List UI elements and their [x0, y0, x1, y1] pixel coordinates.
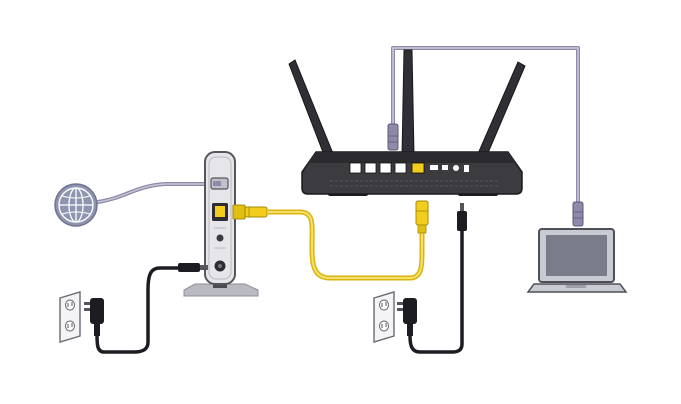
router-icon	[288, 49, 526, 196]
globe-icon	[54, 183, 98, 227]
modem-icon	[183, 151, 259, 297]
wall-outlet-icon	[373, 291, 395, 343]
power-adapter-icon	[84, 298, 104, 336]
power-plug-icon	[178, 263, 208, 272]
laptop-ethernet-cable-highlight	[392, 47, 579, 205]
ethernet-plug-icon	[387, 123, 399, 151]
power-adapter-icon	[397, 298, 417, 336]
ethernet-plug-icon	[232, 204, 268, 220]
router-power-cable	[408, 228, 464, 354]
wall-outlet-icon	[59, 291, 81, 343]
modem-power-cable	[95, 266, 183, 354]
ethernet-plug-icon	[572, 201, 584, 227]
modem-router-ethernet-cable	[268, 209, 425, 281]
laptop-icon	[526, 228, 628, 293]
coax-cable	[96, 182, 215, 204]
modem-router-ethernet-cable-highlight	[268, 211, 423, 279]
power-plug-icon	[457, 203, 467, 231]
ethernet-plug-icon	[415, 200, 429, 234]
coax-cable-highlight	[97, 183, 214, 203]
